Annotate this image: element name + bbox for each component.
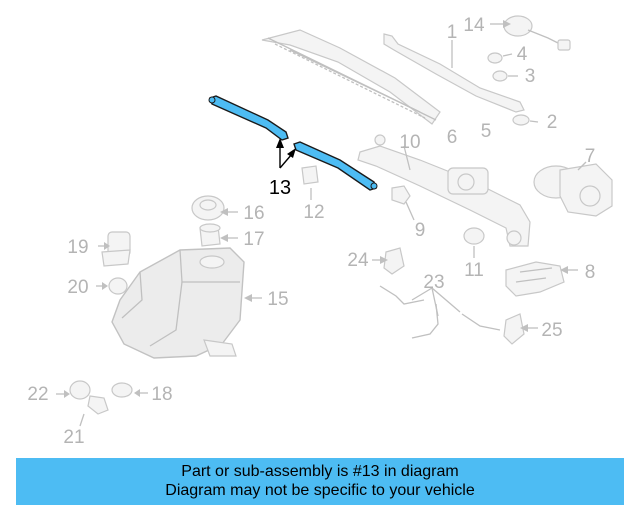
part-20-grommet: [96, 277, 128, 295]
wiper-blade: [261, 29, 441, 125]
part-24-clip: [372, 247, 405, 275]
washer-reservoir: [111, 247, 262, 359]
callout-2: 2: [547, 112, 558, 133]
parts-diagram: 1 2 3 4 5 6 7 8 9 10 11 12 13 14 15 16 1…: [27, 15, 613, 448]
callout-12: 12: [303, 202, 324, 223]
washer-pump: [98, 231, 131, 267]
callout-1: 1: [447, 22, 458, 43]
callout-16: 16: [243, 203, 264, 224]
part-8-cowl: [505, 261, 578, 297]
part-11-bushing: [463, 227, 485, 258]
callout-20: 20: [67, 277, 88, 298]
part-9-bracket: [391, 185, 415, 221]
callout-5: 5: [481, 121, 492, 142]
callout-19: 19: [67, 237, 88, 258]
wiper-linkage: [357, 134, 531, 247]
caption-line-1: Part or sub-assembly is #13 in diagram: [181, 463, 459, 480]
lower-fittings: [56, 380, 148, 427]
callout-6: 6: [447, 127, 458, 148]
part-13-highlighted-rods: [208, 95, 378, 191]
part-16-cap: [191, 195, 238, 221]
callout-24: 24: [347, 250, 369, 271]
caption-banner: Part or sub-assembly is #13 in diagram D…: [16, 458, 624, 505]
callout-3: 3: [525, 66, 536, 87]
part-23-hoses: [379, 285, 501, 339]
callout-17: 17: [243, 229, 264, 250]
callout-23: 23: [423, 272, 444, 293]
callout-18: 18: [151, 384, 172, 405]
part-25-connector: [503, 313, 538, 345]
wiper-arm: [383, 33, 525, 113]
wiper-motor: [533, 161, 613, 217]
callout-8: 8: [585, 262, 596, 283]
callout-11: 11: [464, 260, 484, 281]
callout-4: 4: [517, 44, 528, 65]
callout-numbers: 1 2 3 4 5 6 7 8 9 10 11 12 13 14 15 16 1…: [27, 15, 595, 448]
callout-21: 21: [63, 427, 84, 448]
small-nuts: [487, 52, 539, 126]
callout-9: 9: [415, 220, 426, 241]
part-17-neck: [199, 223, 238, 247]
caption-line-2: Diagram may not be specific to your vehi…: [165, 482, 475, 499]
callout-7: 7: [585, 146, 596, 167]
callout-13: 13: [269, 177, 291, 199]
callout-22: 22: [27, 384, 48, 405]
part-12-grommet: [301, 165, 319, 200]
callout-25: 25: [541, 320, 562, 341]
callout-14: 14: [463, 15, 485, 36]
callout-10: 10: [399, 132, 420, 153]
callout-15: 15: [267, 289, 288, 310]
part-14-cap: [490, 15, 571, 51]
